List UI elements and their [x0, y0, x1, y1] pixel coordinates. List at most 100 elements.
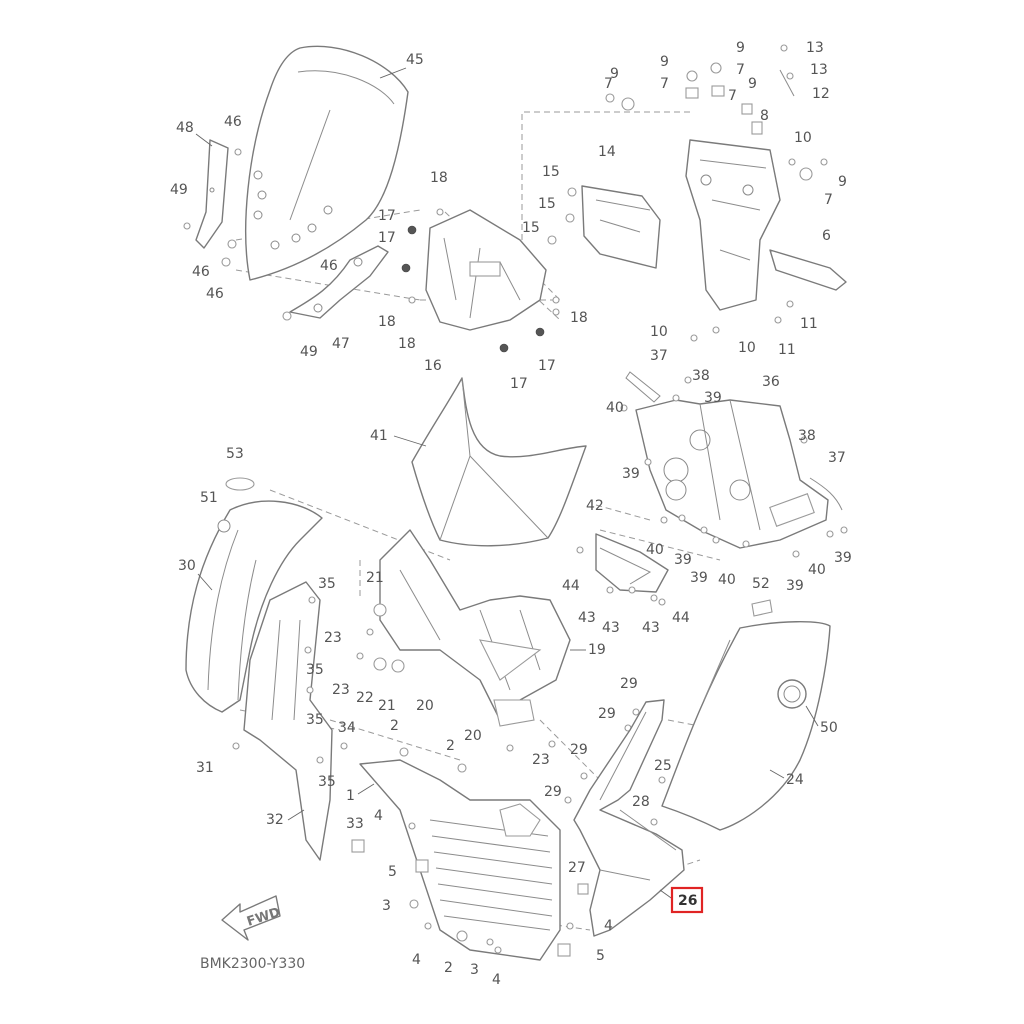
callout-9-b: 9 [660, 54, 669, 70]
callout-24: 24 [786, 772, 804, 788]
callout-30: 30 [178, 558, 196, 574]
callouts: 45 48 46 49 46 46 46 49 47 18 17 17 18 1… [170, 40, 852, 988]
callout-11-a: 11 [800, 316, 818, 332]
callout-40-c: 40 [718, 572, 736, 588]
callout-34: 34 [338, 720, 356, 736]
callout-29-b: 29 [598, 706, 616, 722]
callout-14: 14 [598, 144, 616, 160]
callout-2-b: 2 [446, 738, 455, 754]
callout-22: 22 [356, 690, 374, 706]
callout-40-d: 40 [808, 562, 826, 578]
callout-39-c: 39 [674, 552, 692, 568]
callout-4-c: 4 [492, 972, 501, 988]
callout-4-a: 4 [374, 808, 383, 824]
side-panel-part-26 [573, 699, 685, 937]
callout-43-b: 43 [602, 620, 620, 636]
callout-9-a: 9 [610, 66, 619, 82]
callout-39-a: 39 [704, 390, 722, 406]
callout-8: 8 [760, 108, 769, 124]
callout-41: 41 [370, 428, 388, 444]
left-stay-bracket [195, 139, 229, 249]
callout-47: 47 [332, 336, 350, 352]
callout-27: 27 [568, 860, 586, 876]
callout-52: 52 [752, 576, 770, 592]
callout-37-top: 37 [650, 348, 668, 364]
callout-29-d: 29 [544, 784, 562, 800]
callout-18-top: 18 [430, 170, 448, 186]
callout-25: 25 [654, 758, 672, 774]
highlight-box-26 [670, 886, 704, 914]
callout-15-a: 15 [542, 164, 560, 180]
callout-31: 31 [196, 760, 214, 776]
callout-39-e: 39 [786, 578, 804, 594]
callout-19: 19 [588, 642, 606, 658]
callout-33: 33 [346, 816, 364, 832]
side-cover [661, 599, 831, 831]
callout-5-b: 5 [596, 948, 605, 964]
fastener-set-top [605, 44, 828, 181]
headlight-cover [411, 377, 587, 547]
callout-3-a: 3 [382, 898, 391, 914]
callout-51: 51 [200, 490, 218, 506]
fastener-set-left [183, 148, 794, 353]
meter-panel [425, 209, 547, 331]
callout-46-b: 46 [192, 264, 210, 280]
fastener-set-mid [576, 376, 848, 606]
meter-bracket [581, 185, 661, 269]
headlight-bracket [595, 533, 669, 593]
callout-3-b: 3 [470, 962, 479, 978]
inner-center-frame [373, 529, 571, 727]
callout-29-c: 29 [570, 742, 588, 758]
callout-15-c: 15 [522, 220, 540, 236]
callout-18-mid: 18 [398, 336, 416, 352]
callout-46-c: 46 [206, 286, 224, 302]
callout-38-top: 38 [692, 368, 710, 384]
callout-4-d: 4 [604, 918, 613, 934]
stay-rod [625, 371, 661, 403]
callout-26-highlighted: 26 [678, 893, 697, 909]
callout-35-d: 35 [318, 774, 336, 790]
callout-29-a: 29 [620, 676, 638, 692]
left-side-cowl [185, 477, 323, 713]
callout-43-a: 43 [578, 610, 596, 626]
upper-inner-panel [635, 399, 843, 549]
callout-35-a: 35 [318, 576, 336, 592]
callout-6: 6 [822, 228, 831, 244]
callout-7-b: 7 [660, 76, 669, 92]
callout-2-c: 2 [444, 960, 453, 976]
callout-28: 28 [632, 794, 650, 810]
radiator-grille-cover [359, 759, 561, 961]
callout-17-d: 17 [538, 358, 556, 374]
windshield [245, 45, 409, 281]
callout-39-d: 39 [690, 570, 708, 586]
callout-40-b: 40 [646, 542, 664, 558]
callout-9-c: 9 [736, 40, 745, 56]
callout-18-left: 18 [378, 314, 396, 330]
callout-23-c: 23 [532, 752, 550, 768]
callout-48: 48 [176, 120, 194, 136]
callout-10-c: 10 [738, 340, 756, 356]
catalog-code: BMK2300-Y330 [200, 956, 305, 972]
callout-17-c: 17 [510, 376, 528, 392]
callout-16: 16 [424, 358, 442, 374]
main-stay-frame [685, 139, 847, 311]
callout-46-top: 46 [224, 114, 242, 130]
callout-37-right: 37 [828, 450, 846, 466]
callout-5-a: 5 [388, 864, 397, 880]
callout-9-e: 9 [838, 174, 847, 190]
callout-11-b: 11 [778, 342, 796, 358]
callout-44-b: 44 [672, 610, 690, 626]
callout-4-b: 4 [412, 952, 421, 968]
callout-20-a: 20 [416, 698, 434, 714]
forward-direction-arrow: FWD [221, 895, 282, 941]
callout-15-b: 15 [538, 196, 556, 212]
callout-49-top: 49 [170, 182, 188, 198]
callout-35-c: 35 [306, 712, 324, 728]
callout-23-a: 23 [324, 630, 342, 646]
callout-23-b: 23 [332, 682, 350, 698]
callout-13-b: 13 [810, 62, 828, 78]
callout-32: 32 [266, 812, 284, 828]
callout-17-a: 17 [378, 208, 396, 224]
